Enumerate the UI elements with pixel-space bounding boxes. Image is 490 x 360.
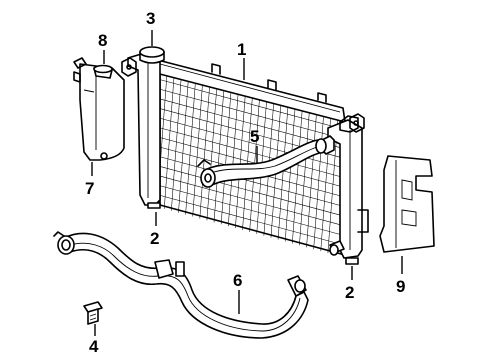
callout-5: 5 bbox=[250, 127, 259, 146]
callout-3: 3 bbox=[146, 9, 155, 28]
tube-line bbox=[159, 185, 346, 236]
tube-line bbox=[159, 195, 346, 246]
callouts: 1 2 2 2 3 4 5 6 7 8 9 bbox=[85, 9, 405, 356]
callout-1: 1 bbox=[237, 40, 246, 59]
radiator-assembly bbox=[121, 46, 369, 265]
callout-2-left: 2 bbox=[150, 229, 159, 248]
tube-line bbox=[159, 175, 346, 227]
callout-4: 4 bbox=[89, 337, 99, 356]
fin-line bbox=[227, 91, 239, 227]
upper-hose bbox=[197, 138, 327, 188]
fin-line bbox=[199, 83, 211, 219]
fin-line bbox=[178, 77, 189, 213]
fin-line bbox=[163, 73, 175, 209]
fin-line bbox=[185, 79, 196, 215]
callout-7: 7 bbox=[85, 179, 94, 198]
callout-6: 6 bbox=[233, 271, 242, 290]
fin-line bbox=[220, 89, 232, 225]
fin-line bbox=[206, 85, 218, 221]
side-shield bbox=[379, 155, 435, 253]
tube-line bbox=[159, 117, 346, 169]
callout-8: 8 bbox=[98, 31, 107, 50]
tube-line bbox=[159, 79, 346, 130]
lower-hose bbox=[53, 231, 309, 339]
tube-line bbox=[159, 166, 346, 217]
fin-line bbox=[306, 112, 317, 248]
fin-line bbox=[192, 81, 203, 217]
reservoir-cap bbox=[93, 64, 113, 79]
tube-line bbox=[159, 127, 346, 179]
radiator-fins bbox=[156, 71, 346, 254]
tube-line bbox=[159, 137, 346, 188]
radiator-right-tank bbox=[321, 113, 369, 265]
fin-line bbox=[213, 87, 225, 223]
hose-clamp bbox=[154, 259, 185, 279]
reservoir-tank bbox=[73, 57, 125, 161]
fin-line bbox=[292, 108, 303, 244]
tube-line bbox=[159, 89, 346, 140]
fin-line bbox=[284, 106, 296, 242]
callout-9: 9 bbox=[396, 277, 405, 296]
fin-line bbox=[171, 75, 182, 211]
fin-line bbox=[299, 110, 310, 246]
fin-line bbox=[277, 104, 289, 240]
fin-line bbox=[235, 93, 246, 229]
radiator-core bbox=[149, 57, 346, 256]
tube-line bbox=[159, 156, 346, 208]
radiator-left-tank bbox=[121, 51, 161, 209]
fin-line bbox=[242, 94, 253, 231]
callout-2-right: 2 bbox=[345, 283, 354, 302]
fin-line bbox=[313, 114, 324, 250]
bolt bbox=[83, 301, 103, 325]
radiator-cap bbox=[139, 46, 165, 64]
